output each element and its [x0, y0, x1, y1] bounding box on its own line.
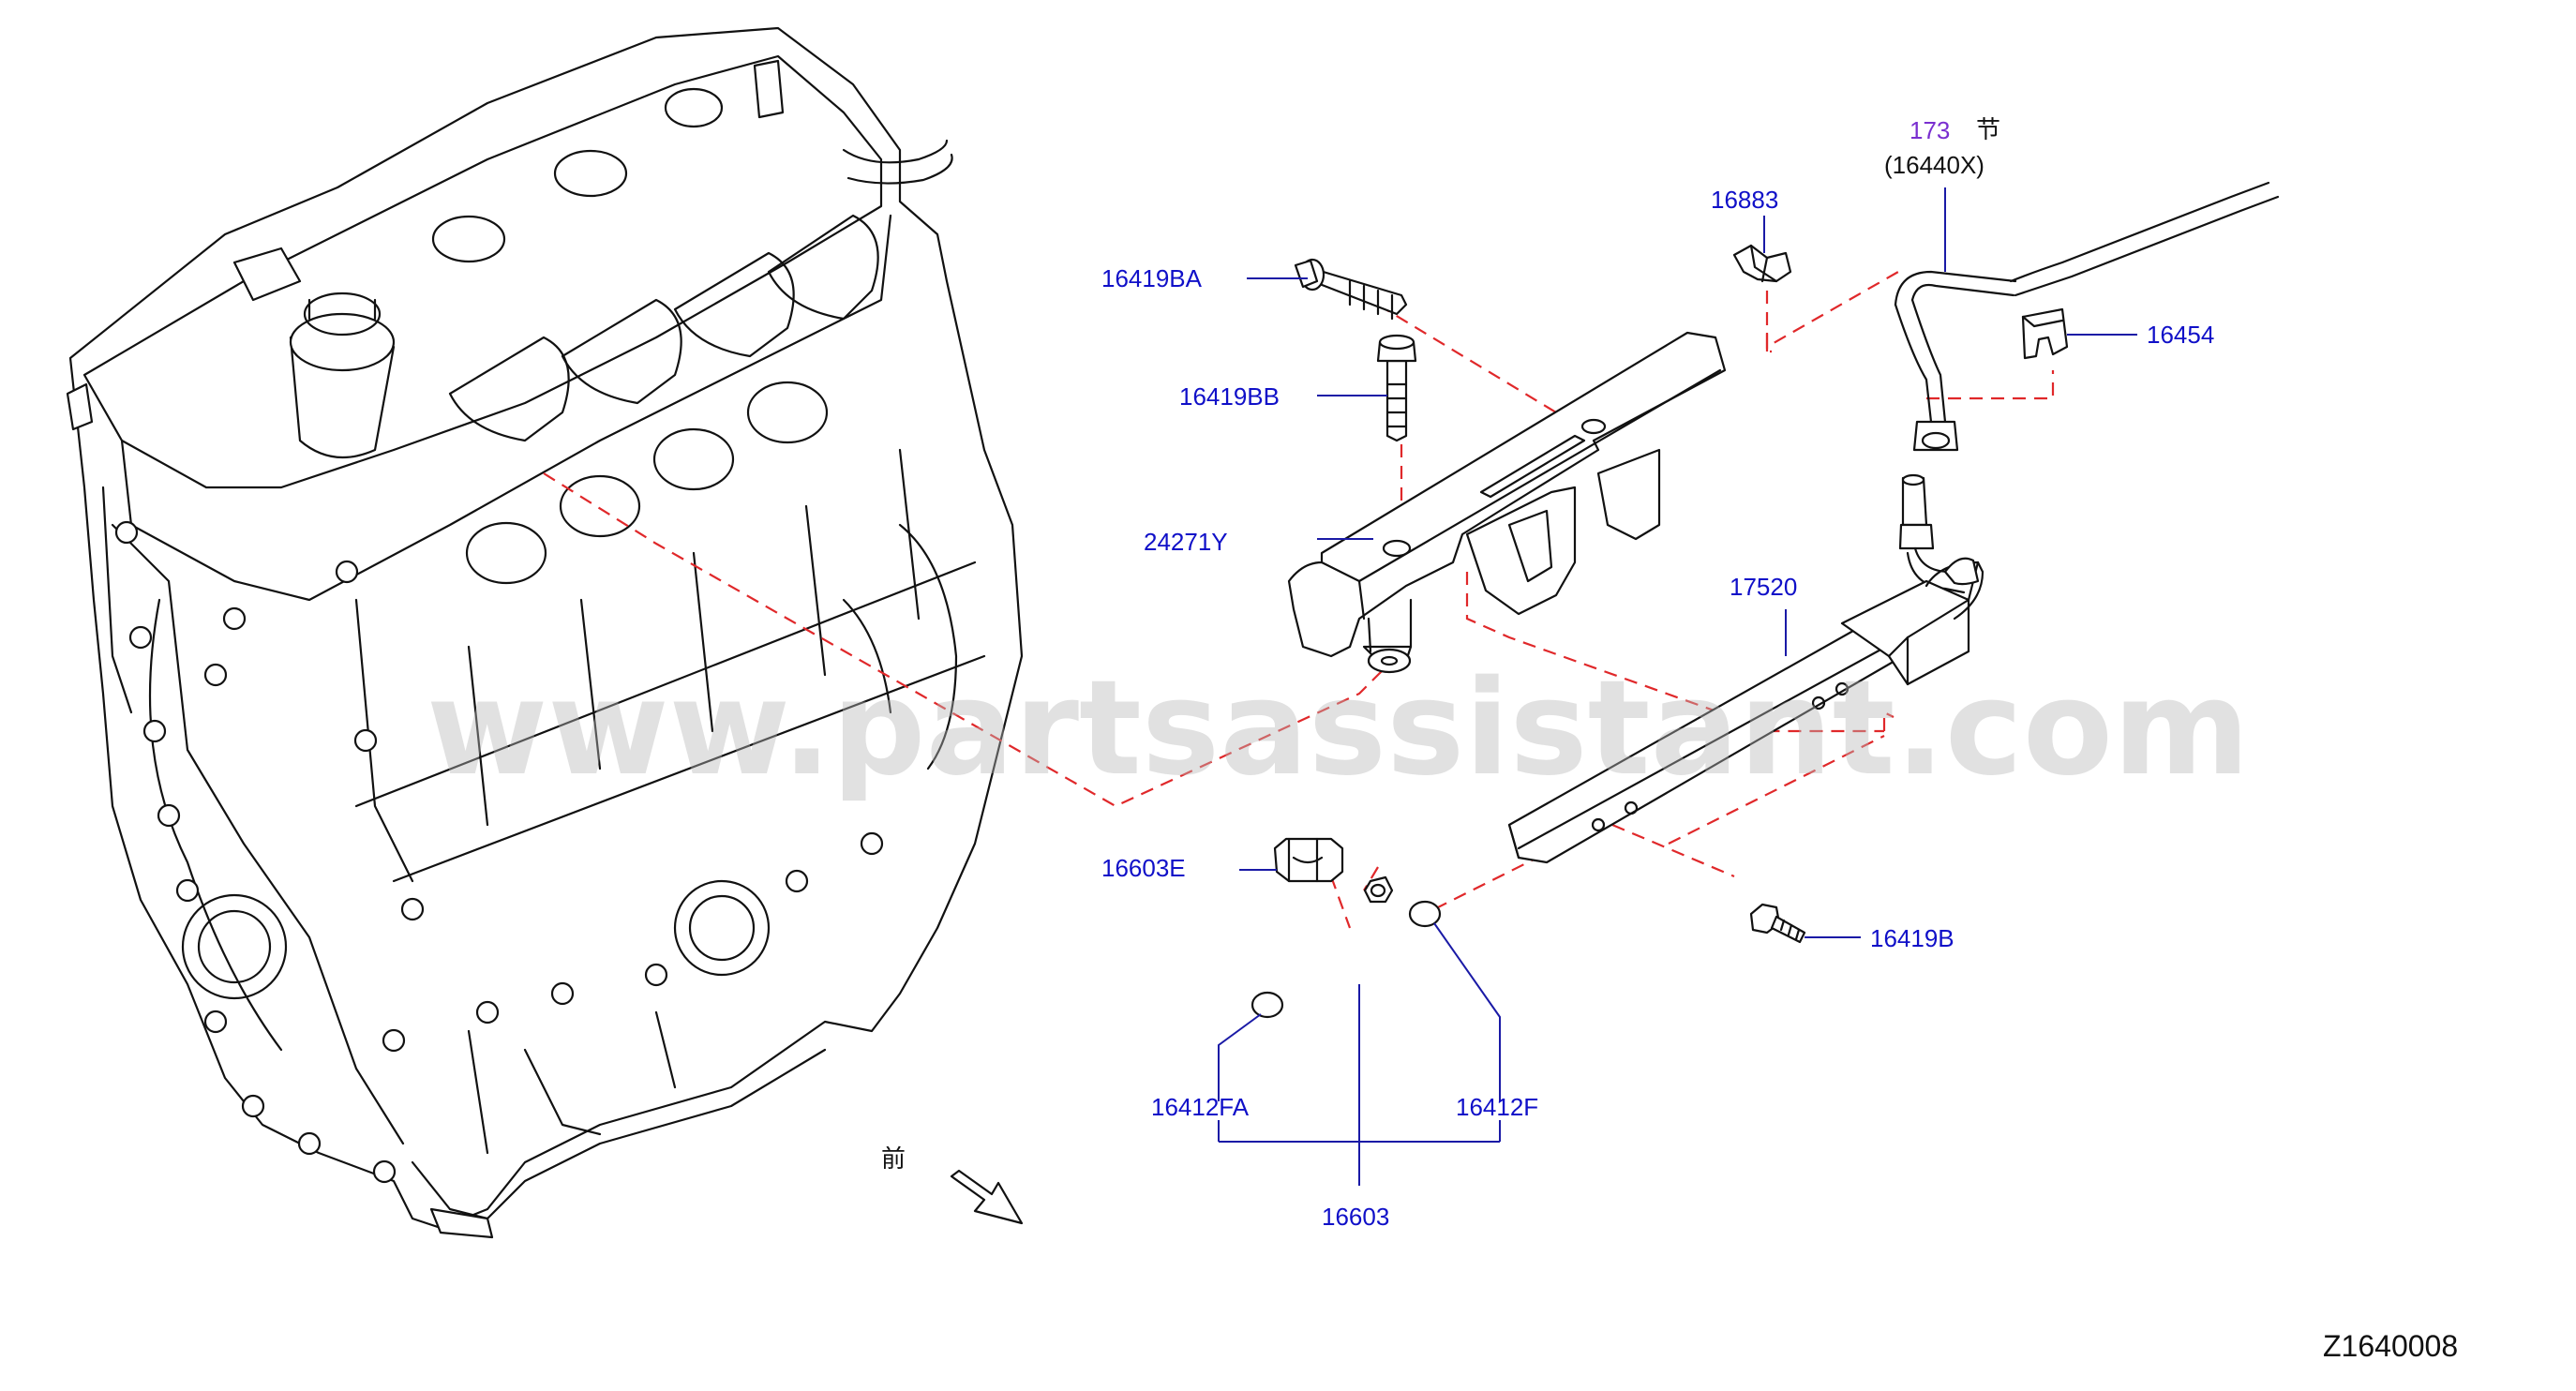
seal-16412F-illustration	[1408, 900, 1442, 928]
label-16412F: 16412F	[1456, 1093, 1538, 1121]
part-labels: 16419BA 16419BB 24271Y 16883 173 节 (1644…	[1101, 115, 2214, 1231]
front-direction-indicator: 前	[881, 1144, 1024, 1225]
watermark-text: www.partsassistant.com	[427, 652, 2250, 805]
front-arrow-icon	[950, 1169, 1024, 1225]
label-16419B: 16419B	[1870, 924, 1954, 952]
front-label: 前	[881, 1144, 906, 1173]
bracket-24271Y-illustration	[1287, 331, 1727, 674]
fuel-hose-illustration	[1894, 181, 2280, 594]
diagram-code: Z1640008	[2323, 1329, 2458, 1363]
label-leader-lines	[1218, 187, 2137, 1186]
label-16412FA: 16412FA	[1151, 1093, 1250, 1121]
bolt-16419BB-illustration	[1376, 334, 1417, 442]
label-16440X: (16440X)	[1884, 151, 1984, 179]
label-16603: 16603	[1322, 1203, 1389, 1231]
label-16419BA: 16419BA	[1101, 264, 1203, 292]
seal-16412FA-illustration	[1251, 991, 1284, 1019]
bolt-16419B-illustration	[1749, 903, 1806, 944]
label-17520: 17520	[1730, 573, 1797, 601]
bolt-16419BA-illustration	[1294, 258, 1408, 321]
nut-16603-illustration	[1363, 875, 1394, 904]
fuel-rail-17520-illustration	[1507, 557, 1984, 864]
clip-16454-illustration	[2021, 307, 2069, 360]
engine-block-illustration	[66, 26, 1024, 1239]
label-section-173-suffix: 节	[1976, 115, 2000, 143]
label-16883: 16883	[1711, 186, 1778, 214]
label-16454: 16454	[2147, 321, 2214, 349]
label-section-173: 173	[1910, 116, 1950, 144]
label-24271Y: 24271Y	[1144, 528, 1228, 556]
label-16603E: 16603E	[1101, 854, 1186, 882]
clip-16883-illustration	[1732, 244, 1792, 283]
retainer-16603E-illustration	[1273, 837, 1344, 883]
label-16419BB: 16419BB	[1179, 382, 1280, 411]
